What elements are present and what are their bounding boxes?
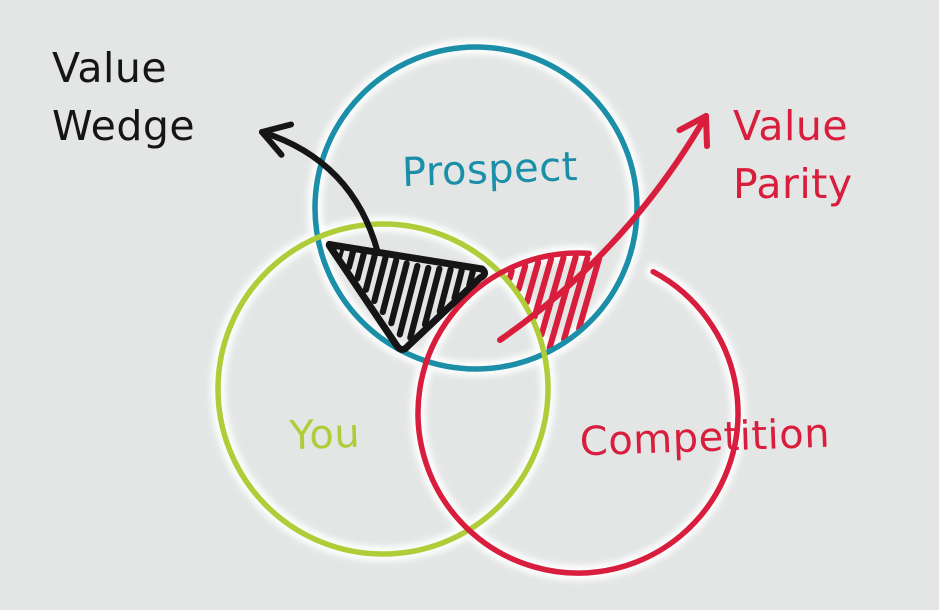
arrow-head-stroke <box>703 113 710 149</box>
arrow-head-stroke <box>676 113 709 134</box>
wedge-hatch-line <box>388 260 410 327</box>
circle-you[interactable] <box>215 221 551 557</box>
venn-circles <box>215 44 741 576</box>
wedge-hatch-line <box>362 252 378 293</box>
value-wedge-arrow <box>259 121 381 256</box>
annotation-value-wedge-line2: Wedge <box>52 102 195 150</box>
parity-hatch-line <box>515 262 529 292</box>
wedge-hatch-line <box>379 257 400 316</box>
parity-hatch-line <box>546 254 579 351</box>
circle-prospect[interactable] <box>312 44 640 372</box>
wedge-hatch-line <box>354 249 368 282</box>
value-parity-arrow <box>497 113 710 343</box>
wedge-hatch-line <box>371 255 389 304</box>
circle-label-you: You <box>288 411 361 459</box>
wedge-hatch-line <box>451 267 465 302</box>
wedge-hatch-line <box>407 264 432 341</box>
wedge-hatch-line <box>436 266 454 315</box>
arrow-head-stroke <box>259 129 285 158</box>
parity-hatch-line <box>506 268 515 282</box>
circle-competition[interactable] <box>415 250 741 576</box>
arrow-shaft <box>259 129 381 256</box>
parity-hatch-line <box>576 255 603 332</box>
circle-label-competition: Competition <box>579 411 831 466</box>
wedge-hatch-line <box>421 265 443 328</box>
annotation-value-parity-line1: Value <box>733 102 848 150</box>
wedge-outline <box>325 240 489 353</box>
circle-label-prospect: Prospect <box>401 144 578 196</box>
arrow-head-stroke <box>259 121 294 135</box>
wedge-hatch-line <box>345 247 357 271</box>
annotation-value-wedge-line1: Value <box>52 44 167 92</box>
parity-hatch-line <box>523 259 542 306</box>
parity-hatch-line <box>531 256 555 320</box>
wedge-hatch-line <box>396 262 421 338</box>
value-wedge-shape[interactable] <box>325 240 489 353</box>
arrow-shaft <box>497 113 709 343</box>
annotation-value-parity-line2: Parity <box>733 160 853 208</box>
